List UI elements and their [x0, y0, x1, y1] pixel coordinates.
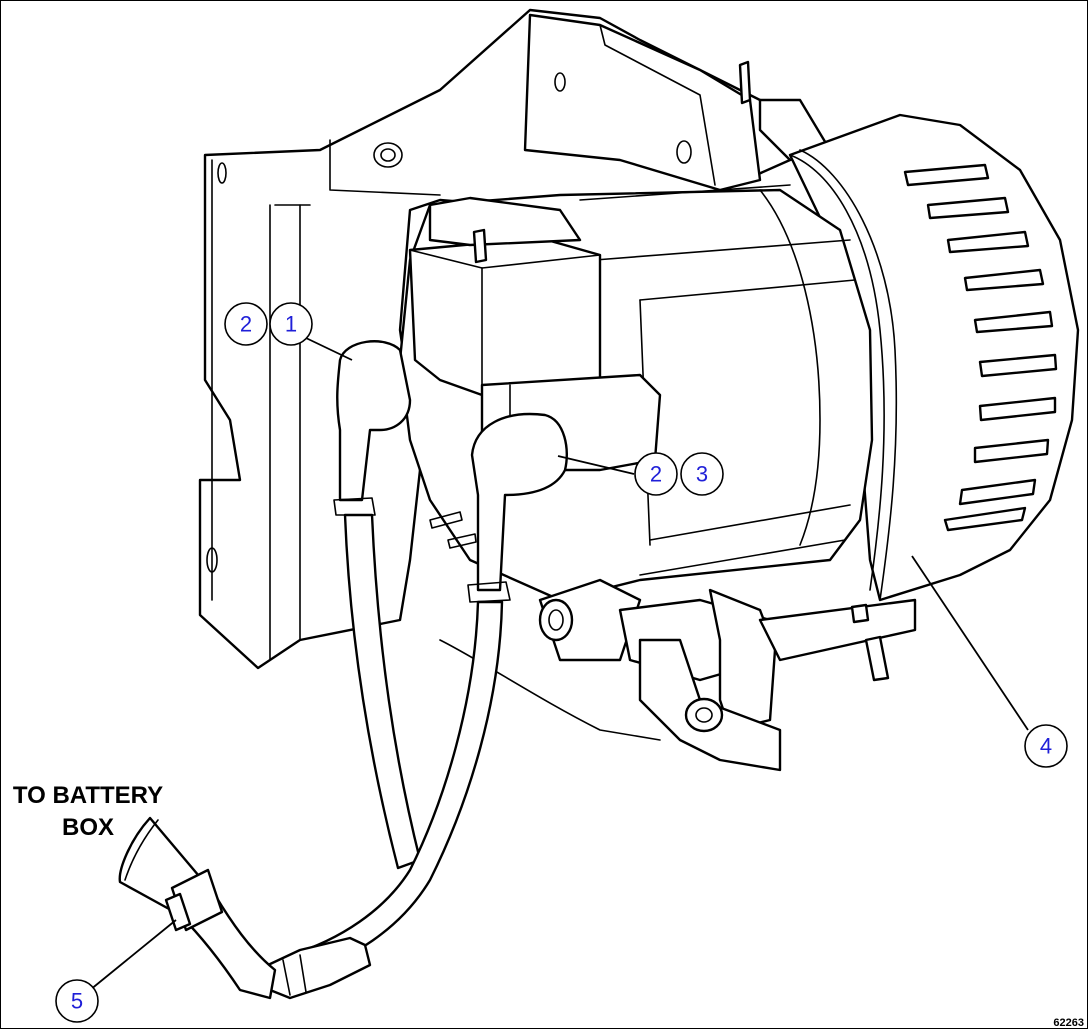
battery-label-line2: BOX — [62, 814, 114, 841]
cable-harness — [118, 340, 568, 1000]
leader-5 — [89, 919, 177, 991]
figure-id: 62263 — [1053, 1017, 1084, 1029]
callout-2a: 2 — [224, 302, 268, 346]
leader-lines — [89, 337, 1029, 991]
leader-4 — [911, 555, 1029, 731]
callout-2a-number: 2 — [240, 312, 252, 337]
vent-slots — [903, 163, 1058, 532]
callout-5-number: 5 — [71, 989, 83, 1014]
alternator-body — [398, 113, 1080, 772]
callout-4: 4 — [1024, 724, 1068, 768]
leader-1 — [305, 337, 353, 361]
callout-4-number: 4 — [1040, 734, 1052, 759]
callout-1: 1 — [269, 302, 313, 346]
mounting-bracket — [198, 8, 832, 670]
callout-5: 5 — [55, 979, 99, 1023]
leader-3 — [557, 455, 635, 475]
battery-label-line1: TO BATTERY — [13, 782, 163, 809]
callout-2b-number: 2 — [650, 462, 662, 487]
callout-2b: 2 — [634, 452, 678, 496]
callout-3: 3 — [680, 452, 724, 496]
callout-1-number: 1 — [285, 312, 297, 337]
callout-3-number: 3 — [696, 462, 708, 487]
